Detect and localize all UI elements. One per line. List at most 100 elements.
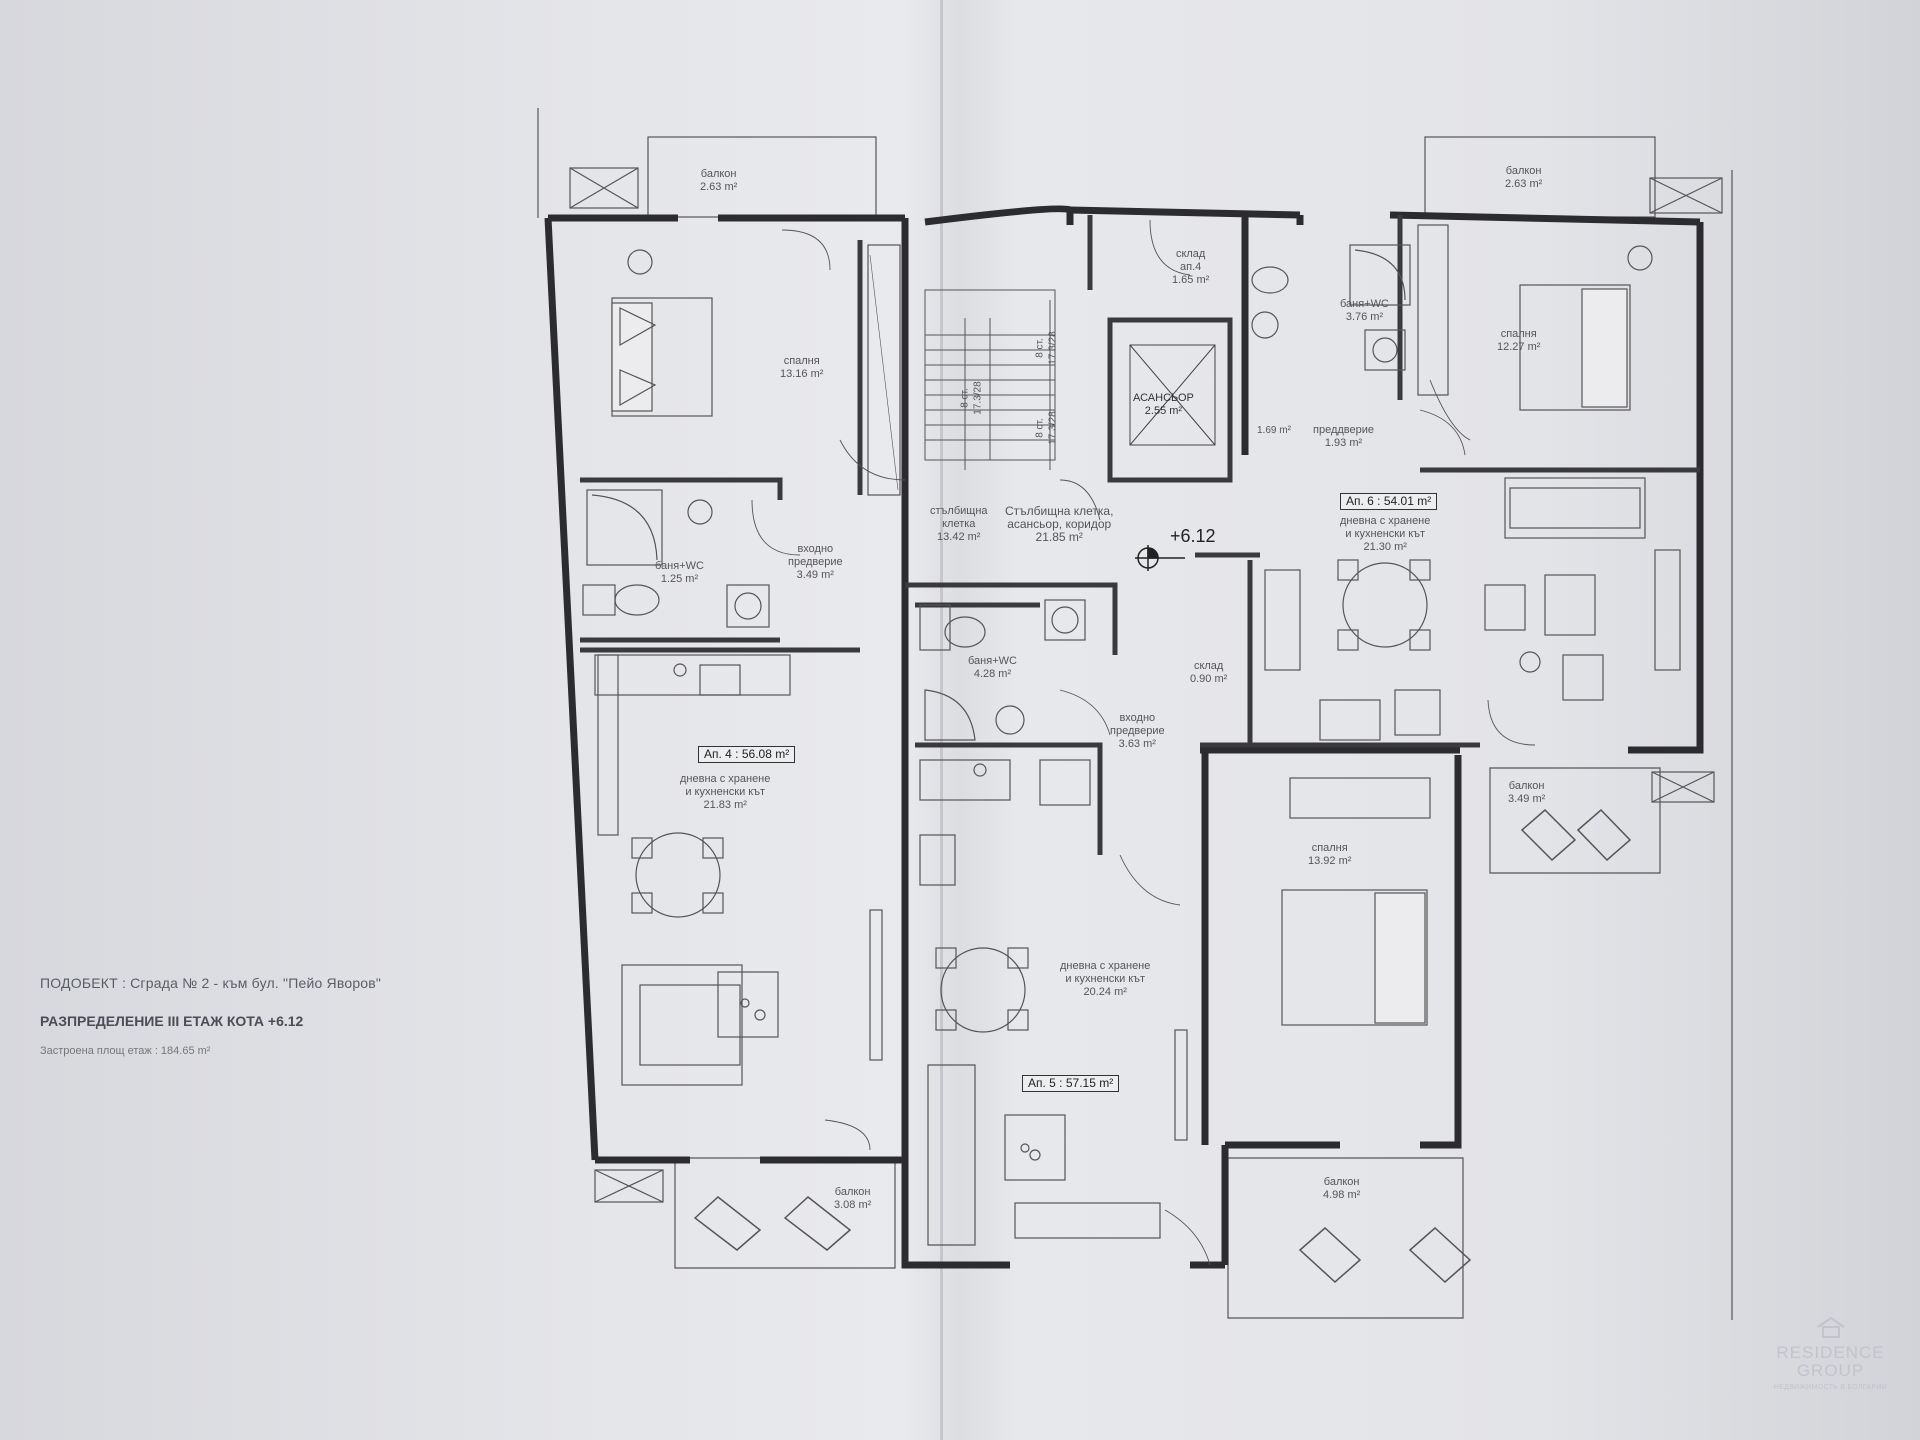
balcony-bottom-left (674, 1157, 896, 1269)
wardrobe-left (867, 244, 901, 496)
interior-wall (905, 582, 1118, 655)
title-subobject: ПОДОБЕКТ : Сграда № 2 - към бул. "Пейо Я… (40, 975, 382, 991)
dining-table-ap4 (631, 832, 724, 918)
exterior-wall-left (544, 217, 599, 1161)
nightstand-lamp (627, 249, 653, 275)
title-built-area: Застроена площ етаж : 184.65 m² (40, 1045, 211, 1057)
planter-box (1649, 177, 1723, 214)
paper-fold (940, 0, 943, 1440)
label-flight-1: 8 ст.17.3/28 (959, 381, 984, 415)
logo-line-1: RESIDENCE (1776, 1343, 1885, 1362)
label-storage-b: 1.69 m² (1257, 425, 1291, 436)
coffee-table-ap5 (1004, 1114, 1066, 1181)
kitchen-ap6 (1264, 569, 1441, 741)
toilet-icon (1251, 266, 1289, 294)
elevator-shaft (1107, 317, 1233, 483)
shower-right (1349, 244, 1411, 306)
level-marker (1135, 545, 1185, 571)
sink-icon (687, 499, 713, 525)
balcony-top-left (647, 136, 877, 218)
apartment-4-box: Ап. 4 : 56.08 m² (698, 746, 796, 763)
toilet-tank (582, 584, 616, 616)
fridge (597, 654, 619, 836)
washer-left (726, 584, 770, 628)
bed-right (1519, 284, 1631, 411)
title-floor-layout: РАЗПРЕДЕЛЕНИЕ III ЕТАЖ КОТА +6.12 (40, 1013, 304, 1029)
logo-tagline: НЕДВИЖИМОСТЬ В БОЛГАРИИ (1773, 1384, 1888, 1391)
exterior-wall (1296, 211, 1701, 226)
washer-right (1364, 329, 1406, 371)
interior-wall (580, 477, 783, 500)
staircase (924, 289, 1056, 470)
elevator-car (1129, 344, 1216, 446)
exterior-wall (901, 590, 1225, 1269)
sofa-ap5 (927, 1064, 1161, 1246)
bathroom-ap5-fixtures (919, 599, 1086, 741)
wardrobe-ap5 (1289, 777, 1431, 819)
sofa-ap4 (621, 964, 743, 1086)
shower-left (586, 489, 663, 566)
exterior-wall-right (1200, 222, 1704, 754)
exterior-wall (1225, 755, 1462, 1149)
sunbeds-bottom-mid (1298, 1226, 1472, 1284)
label-flight-3: 8 ст.17.3/28 (1034, 331, 1059, 365)
interior-wall (915, 742, 1103, 855)
label-flight-2: 8 ст.17.3/28 (1034, 411, 1059, 445)
title-block: ПОДОБЕКТ : Сграда № 2 - към бул. "Пейо Я… (40, 975, 381, 1057)
armchairs-ap6 (1484, 574, 1604, 701)
coffee-table-ap4 (717, 971, 779, 1038)
kitchen-counter-ap4 (594, 654, 791, 696)
exterior-wall (1069, 206, 1301, 219)
exterior-wall (924, 205, 1074, 226)
balcony-right (1489, 767, 1661, 874)
toilet-icon (614, 584, 660, 616)
planter-box (594, 1169, 664, 1203)
kitchen-ap5 (919, 759, 1091, 886)
sofa-ap6 (1504, 477, 1646, 539)
tv-unit (1654, 549, 1681, 671)
residence-group-logo: RESIDENCE GROUP НЕДВИЖИМОСТЬ В БОЛГАРИИ (1758, 1316, 1903, 1391)
apartment-6-box: Ап. 6 : 54.01 m² (1340, 493, 1438, 510)
wardrobe-right (1417, 224, 1449, 396)
dining-table-ap5 (935, 947, 1029, 1033)
bed-left (611, 297, 713, 417)
dining-table-ap6 (1337, 559, 1431, 651)
level-mark-label: +6.12 (1170, 526, 1216, 546)
door-swings (751, 219, 1536, 1266)
planter-box (1651, 771, 1715, 803)
sunbeds-right (1520, 808, 1632, 862)
apartment-5-box: Ап. 5 : 57.15 m² (1022, 1075, 1120, 1092)
house-icon (1816, 1316, 1845, 1338)
stair-treads (925, 334, 1055, 441)
tv-unit (869, 909, 883, 1061)
logo-line-2: GROUP (1796, 1361, 1865, 1380)
sink-icon (1251, 311, 1279, 339)
bed-ap5 (1281, 889, 1428, 1026)
planter-box (569, 167, 639, 209)
tv-unit (1174, 1029, 1188, 1141)
nightstand-lamp (1627, 245, 1653, 271)
